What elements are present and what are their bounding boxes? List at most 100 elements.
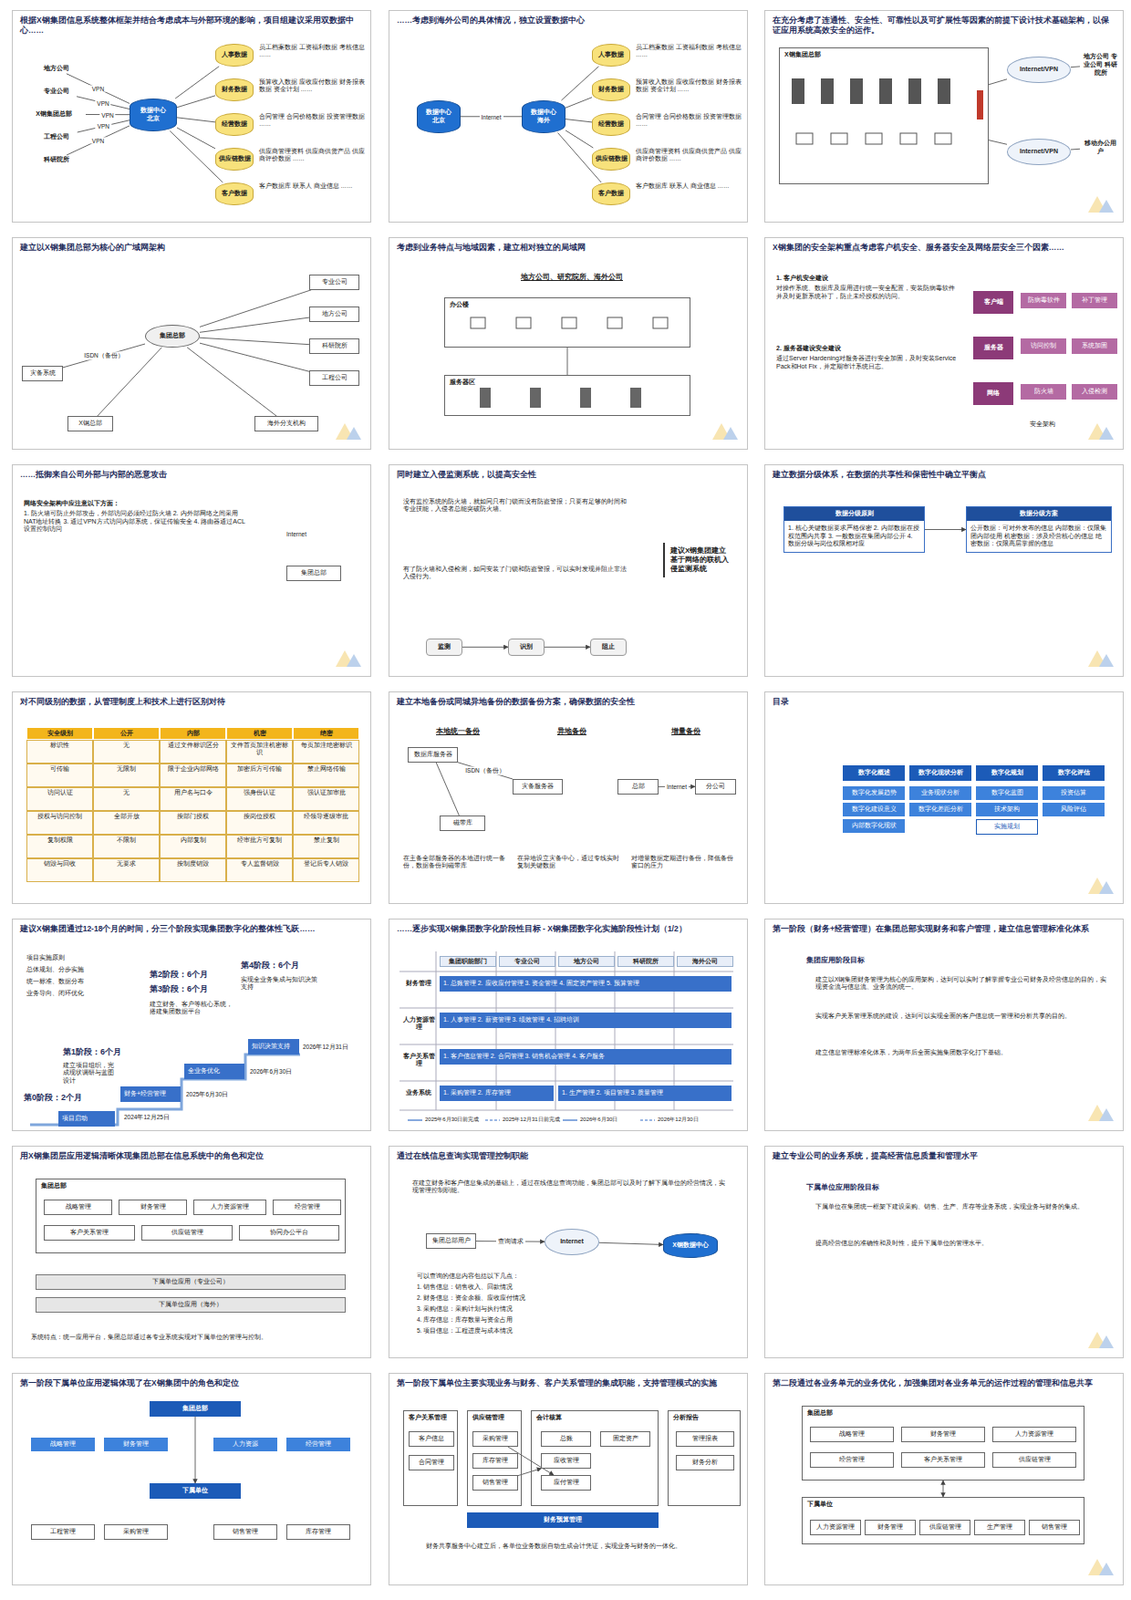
logo-triangle	[346, 426, 362, 440]
group-frame: 供应链管理采购管理库存管理销售管理	[466, 1410, 522, 1506]
group-frame: 分析报告管理报表财务分析	[667, 1410, 741, 1506]
text-block: 1. 客户机安全建设对操作系统、数据库及应用进行统一安全配置，安装防病毒软件并及…	[774, 272, 962, 302]
process-box: 采购管理	[103, 1524, 168, 1540]
pc-icon	[653, 317, 668, 329]
server-icon	[580, 387, 592, 408]
node-text: 北京	[419, 116, 458, 125]
item-box: 数字化建设意义	[842, 802, 905, 817]
plan-bar: 1. 采购管理 2. 库存管理	[439, 1085, 554, 1101]
slide-panel: 建立专业公司的业务系统，提高经营信息质量和管理水平下属单位应用阶段目标下属单位在…	[764, 1145, 1124, 1359]
grid-line	[399, 1080, 734, 1082]
slide-panel: 第一阶段（财务+经营管理）在集团总部实现财务和客户管理，建立信息管理标准化体系集…	[764, 918, 1124, 1131]
grid-line	[435, 951, 437, 1111]
heading-box: 数字化评估	[1042, 765, 1105, 781]
node-text: 人力资源	[215, 1440, 276, 1449]
database-cylinder: 人事数据	[591, 43, 631, 67]
heading-box: 财务预算管理	[466, 1512, 659, 1528]
heading-box: 数字化规划	[975, 765, 1038, 781]
text-label: 建立以X钢集团财务管理为核心的应用架构，达到可以实时了解掌握专业公司财务及经营信…	[815, 975, 1108, 992]
node-text: 库存管理	[475, 1456, 516, 1465]
text-label: 公开	[93, 726, 160, 740]
slide-panel: ……逐步实现X钢集团数字化阶段性目标 - X钢集团数字化实施阶段性计划（1/2）…	[388, 918, 748, 1131]
legend-text: 2026年6月30日	[580, 1116, 618, 1124]
node-text: 数据中心	[132, 106, 175, 115]
node-text: 财务管理	[121, 1203, 185, 1212]
pc-icon	[934, 133, 952, 145]
node-text: 工程管理	[33, 1527, 93, 1536]
connector	[924, 529, 966, 530]
node-text: 下属单位	[807, 1500, 1080, 1509]
node-text: 知识决策支持	[251, 1042, 296, 1051]
text-label: 全部开放	[93, 810, 160, 835]
node-text: 地方公司	[32, 64, 80, 73]
info-panel: 数据分级原则1. 核心关键数据要求严格保密 2. 内部数据在授权范围内共享 3.…	[783, 506, 925, 553]
node-text: 磁带库	[442, 819, 483, 828]
grid-line	[399, 1110, 734, 1111]
slide-panel: 建议X钢集团通过12-18个月的时间，分三个阶段实现集团数字化的整体性飞跃……项…	[11, 918, 372, 1131]
logo-triangle	[1099, 426, 1114, 440]
node-text: 集团总部	[807, 1409, 1080, 1418]
slide-title: 第一阶段下属单位主要实现业务与财务、客户关系管理的集成职能，支持管理模式的实施	[389, 1373, 748, 1389]
database-cylinder: 供应链数据	[591, 147, 631, 171]
text-label: Internet	[286, 530, 333, 539]
node-text: 工程公司	[32, 133, 80, 142]
connector	[462, 646, 509, 648]
process-box: 战略管理	[43, 1199, 113, 1215]
text-label: 没有监控系统的防火墙，就如同只有门锁而没有防盗警报；只要有足够的时间和专业技能，…	[403, 498, 632, 514]
site-label: 工程公司	[31, 132, 82, 143]
node-text: 战略管理	[46, 1203, 110, 1212]
text-label: 实现客户关系管理系统的建设，达到可以实现全面的客户信息统一管理和分析共享的目的。	[815, 1012, 1108, 1020]
connector	[62, 343, 146, 368]
node-text: 全业务优化	[187, 1067, 241, 1076]
connector	[186, 347, 277, 416]
group-frame: 客户关系管理客户信息合同管理	[403, 1410, 458, 1506]
slide-panel: 考虑到业务特点与地域因素，建立相对独立的局域网办公楼服务器区地方公司、研究院所、…	[388, 237, 748, 450]
item-box: 数字化发展趋势	[842, 786, 905, 800]
text-label: 2024年12月25日	[124, 1113, 190, 1121]
process-box: 人力资源管理	[992, 1426, 1077, 1443]
node-text: 分公司	[697, 782, 734, 791]
group-frame: 集团总部战略管理财务管理人力资源管理经营管理客户关系管理供应链管理协同办公平台	[35, 1178, 346, 1254]
connector	[1070, 65, 1080, 68]
connector-label: ISDN（备份）	[463, 766, 508, 775]
node-text: 识别	[510, 643, 542, 652]
legend-sample	[407, 1117, 423, 1123]
node-text: 总部	[620, 782, 656, 791]
text-label: 增量备份	[640, 726, 732, 737]
node-text: 财务管理	[105, 1440, 167, 1449]
node-text: 下属单位应用（专业公司）	[39, 1277, 343, 1287]
connector-label: 查询请求	[496, 1236, 526, 1246]
connector	[435, 762, 459, 816]
item-box: 投资估算	[1042, 786, 1105, 800]
server-icon	[850, 78, 863, 104]
text-label: 预算收入数据 应收应付数据 财务报表数据 资金计划 ……	[259, 78, 367, 94]
text-label: 禁止复制	[292, 834, 360, 859]
slide-panel: 对不同级别的数据，从管理制度上和技术上进行区别对待安全级别公开内部机密绝密标识性…	[11, 691, 372, 904]
legend-item: 2026年12月30日	[640, 1116, 699, 1124]
pc-icon	[830, 133, 848, 145]
server-icon	[791, 78, 805, 104]
band-box: 下属单位应用（海外）	[35, 1297, 346, 1313]
node-text: 经营管理	[275, 1203, 339, 1212]
node-text: 协同办公平台	[241, 1228, 337, 1237]
process-box: 经营管理	[272, 1199, 342, 1215]
node-text: 服务器区	[449, 378, 685, 387]
node-text: 公开数据：可对外发布的信息 内部数据：仅限集团内部使用 机密数据：涉及经营核心的…	[966, 520, 1111, 552]
connector-label: VPN	[90, 85, 106, 93]
group-frame: 集团总部战略管理财务管理人力资源管理经营管理客户关系管理供应链管理	[801, 1405, 1085, 1481]
node-text: 通过Server Hardening对服务器进行安全加固，及时安装Service…	[776, 354, 960, 372]
pc-icon	[900, 133, 917, 145]
node-text: 数据库服务器	[410, 750, 456, 759]
connector	[77, 120, 130, 133]
text-label: 地方公司	[558, 955, 615, 967]
server-icon	[908, 78, 922, 104]
node-text: 数据分级方案	[966, 507, 1111, 521]
node-text: 防火墙	[1022, 387, 1065, 396]
text-label: 员工档案数据 工资福利数据 考核信息 ……	[259, 43, 367, 60]
legend-text: 2025年6月30日前完成	[425, 1116, 479, 1124]
node-text: 供应链数据	[217, 155, 251, 164]
text-label: 按制度销毁	[159, 858, 227, 882]
item-box: 经营管理	[286, 1437, 351, 1452]
text-label: 可以查询的信息内容包括以下几点：	[416, 1272, 727, 1280]
recommendation: 建议X钢集团建立基于网络的联机入侵监测系统	[663, 542, 738, 578]
